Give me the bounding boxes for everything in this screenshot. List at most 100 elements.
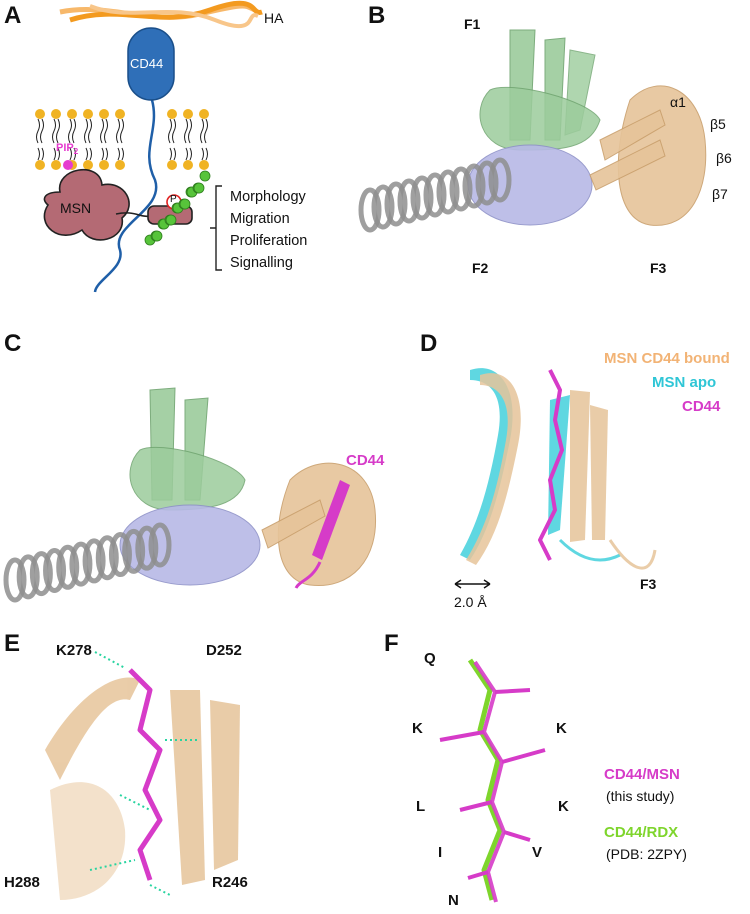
msn-ferm-domain [43,168,130,241]
function-item: Proliferation [230,233,308,249]
helix-turn [56,544,80,590]
panel-c-structure [3,387,377,603]
central-helix [3,522,172,603]
panel-b-structure [358,29,707,233]
actin-filament [144,170,211,246]
f1-lobe [129,387,246,511]
element-label-beta6: β6 [716,150,732,166]
lobe-label-f1: F1 [464,16,481,32]
panel-a: A HA CD44 PIP2 MSN [0,0,360,300]
lipid-head [35,160,45,170]
lipid-head [167,160,177,170]
ha-label: HA [264,10,284,26]
f2-lobe [467,144,593,226]
helix-turn [410,175,434,221]
function-item: Migration [230,211,290,227]
helix-turn [436,169,460,215]
helix-turn [43,547,67,593]
aa-k-right: K [558,798,569,815]
helix-turn [371,184,395,230]
cd44-tail [93,99,158,293]
f1-lobe [479,29,601,151]
panel-e-interface [45,651,240,900]
shift-label: 2.0 Å [454,594,487,610]
lipid-tail [201,147,208,161]
msn-peptide-sticks [473,660,506,903]
comparison-rdx-title: CD44/RDX [604,824,679,841]
shift-arrow [454,579,491,589]
msn-backbone [45,677,240,900]
helix-turn [462,163,486,209]
lipid-head [115,160,125,170]
hydrogen-bonds [89,651,200,896]
lipid-head [183,109,193,119]
ha-strand [69,0,263,23]
actin-subunit [151,230,163,242]
lipid-tail [37,147,44,161]
cd44-label: CD44 [130,56,164,71]
panel-c-label: C [4,330,22,357]
lipid-head [167,109,177,119]
helix-turn [82,538,106,584]
panel-f-overlay [439,658,546,903]
lipid-head [199,160,209,170]
cd44-peptide-label: CD44 [346,452,385,469]
lipid-head [35,109,45,119]
rdx-peptide-sticks [467,658,503,901]
panel-f-label: F [384,630,399,657]
helix-turn [148,522,172,568]
helix-turn [384,181,408,227]
helix-turn [95,535,119,581]
cd44-peptide-sticks [538,369,564,561]
legend-cd44: CD44 [682,398,721,415]
residue-d252: D252 [206,642,242,659]
comparison-msn-title: CD44/MSN [604,766,680,783]
lipid-tail [117,147,124,161]
lipid-tail [200,118,208,144]
panel-a-label: A [4,2,22,29]
lipid-head [99,160,109,170]
actin-subunit [199,170,211,182]
function-item: Morphology [230,189,306,205]
helix-turn [3,557,27,603]
pip2-label: PIP2 [56,142,78,156]
lipid-head [199,109,209,119]
function-bracket [210,185,222,271]
lobe-label-f3: F3 [640,576,657,592]
lipid-head [99,109,109,119]
bound-structure [466,373,657,570]
cd44-peptide-sticks [128,668,163,881]
lobe-label-f3: F3 [650,260,667,276]
lipid-head [67,109,77,119]
panel-d-label: D [420,330,438,357]
lipid-tail [184,118,192,144]
aa-k-right-top: K [556,720,567,737]
lipid-tail [52,118,60,144]
lipid-head [183,160,193,170]
legend-bound: MSN CD44 bound [604,350,730,367]
helix-turn [397,178,421,224]
panel-b-label: B [368,2,386,29]
helix-turn [475,160,499,206]
pip2-head [63,160,73,170]
actin-subunit [179,198,191,210]
ha-strand [89,4,259,28]
panel-a-schematic [35,0,263,293]
pip2-text: PIP [56,142,74,154]
helix-turn [69,541,93,587]
aa-n: N [448,892,459,909]
lipid-tail [185,147,192,161]
helix-turn [358,187,382,233]
residue-h288: H288 [4,874,40,891]
helix-turn [449,166,473,212]
cd44-peptide-coil [294,561,322,589]
aa-l: L [416,798,426,815]
lipid-tail [169,147,176,161]
actin-subunit [165,214,177,226]
lipid-tail [101,147,108,161]
lipid-tail [116,118,124,144]
helix-turn [16,554,40,600]
lipid-head [51,109,61,119]
panel-c: C CD44 [0,330,410,620]
msn-label: MSN [60,200,92,216]
